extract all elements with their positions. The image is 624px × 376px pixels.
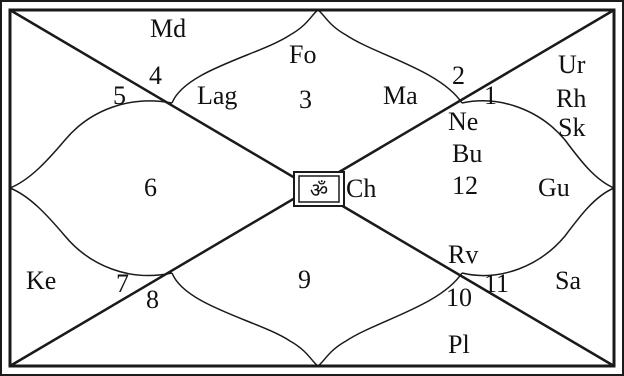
curve-top-right [317,9,463,104]
house-number-1: 1 [484,81,497,110]
curve-right-top [461,100,615,189]
om-box-inner [298,175,340,203]
house-number-10: 10 [446,283,472,312]
house-number-5: 5 [113,81,126,110]
planet-ma: Ma [383,81,418,110]
curve-bottom-left [171,272,319,367]
house-number-9: 9 [298,265,311,294]
curve-left-top [9,100,173,189]
curve-right-bottom [461,187,615,277]
planet-sk: Sk [558,113,585,142]
planet-ne: Ne [448,107,478,136]
curve-top-left [171,9,319,104]
planet-ke: Ke [26,266,56,295]
om-box-outer [293,171,345,207]
house-number-6: 6 [144,173,157,202]
planet-ur: Ur [558,50,586,79]
planet-rv: Rv [448,240,478,269]
om-symbol: ॐ [310,178,328,202]
planet-sa: Sa [555,266,581,295]
planet-md: Md [150,14,186,43]
house-number-2: 2 [452,61,465,90]
house-number-3: 3 [299,85,312,114]
planet-ch: Ch [346,174,376,203]
house-number-4: 4 [149,61,162,90]
curve-left-bottom [9,187,173,277]
planet-gu: Gu [538,173,570,202]
lagna-label: Lag [197,81,237,110]
house-number-8: 8 [146,285,159,314]
planet-rh: Rh [556,84,586,113]
house-number-7: 7 [116,269,129,298]
house-number-11: 11 [484,269,509,298]
planet-bu: Bu [452,139,482,168]
planet-fo: Fo [289,40,316,69]
curve-bottom-right [317,272,463,367]
house-number-12: 12 [452,171,478,200]
planet-pl: Pl [448,330,470,359]
